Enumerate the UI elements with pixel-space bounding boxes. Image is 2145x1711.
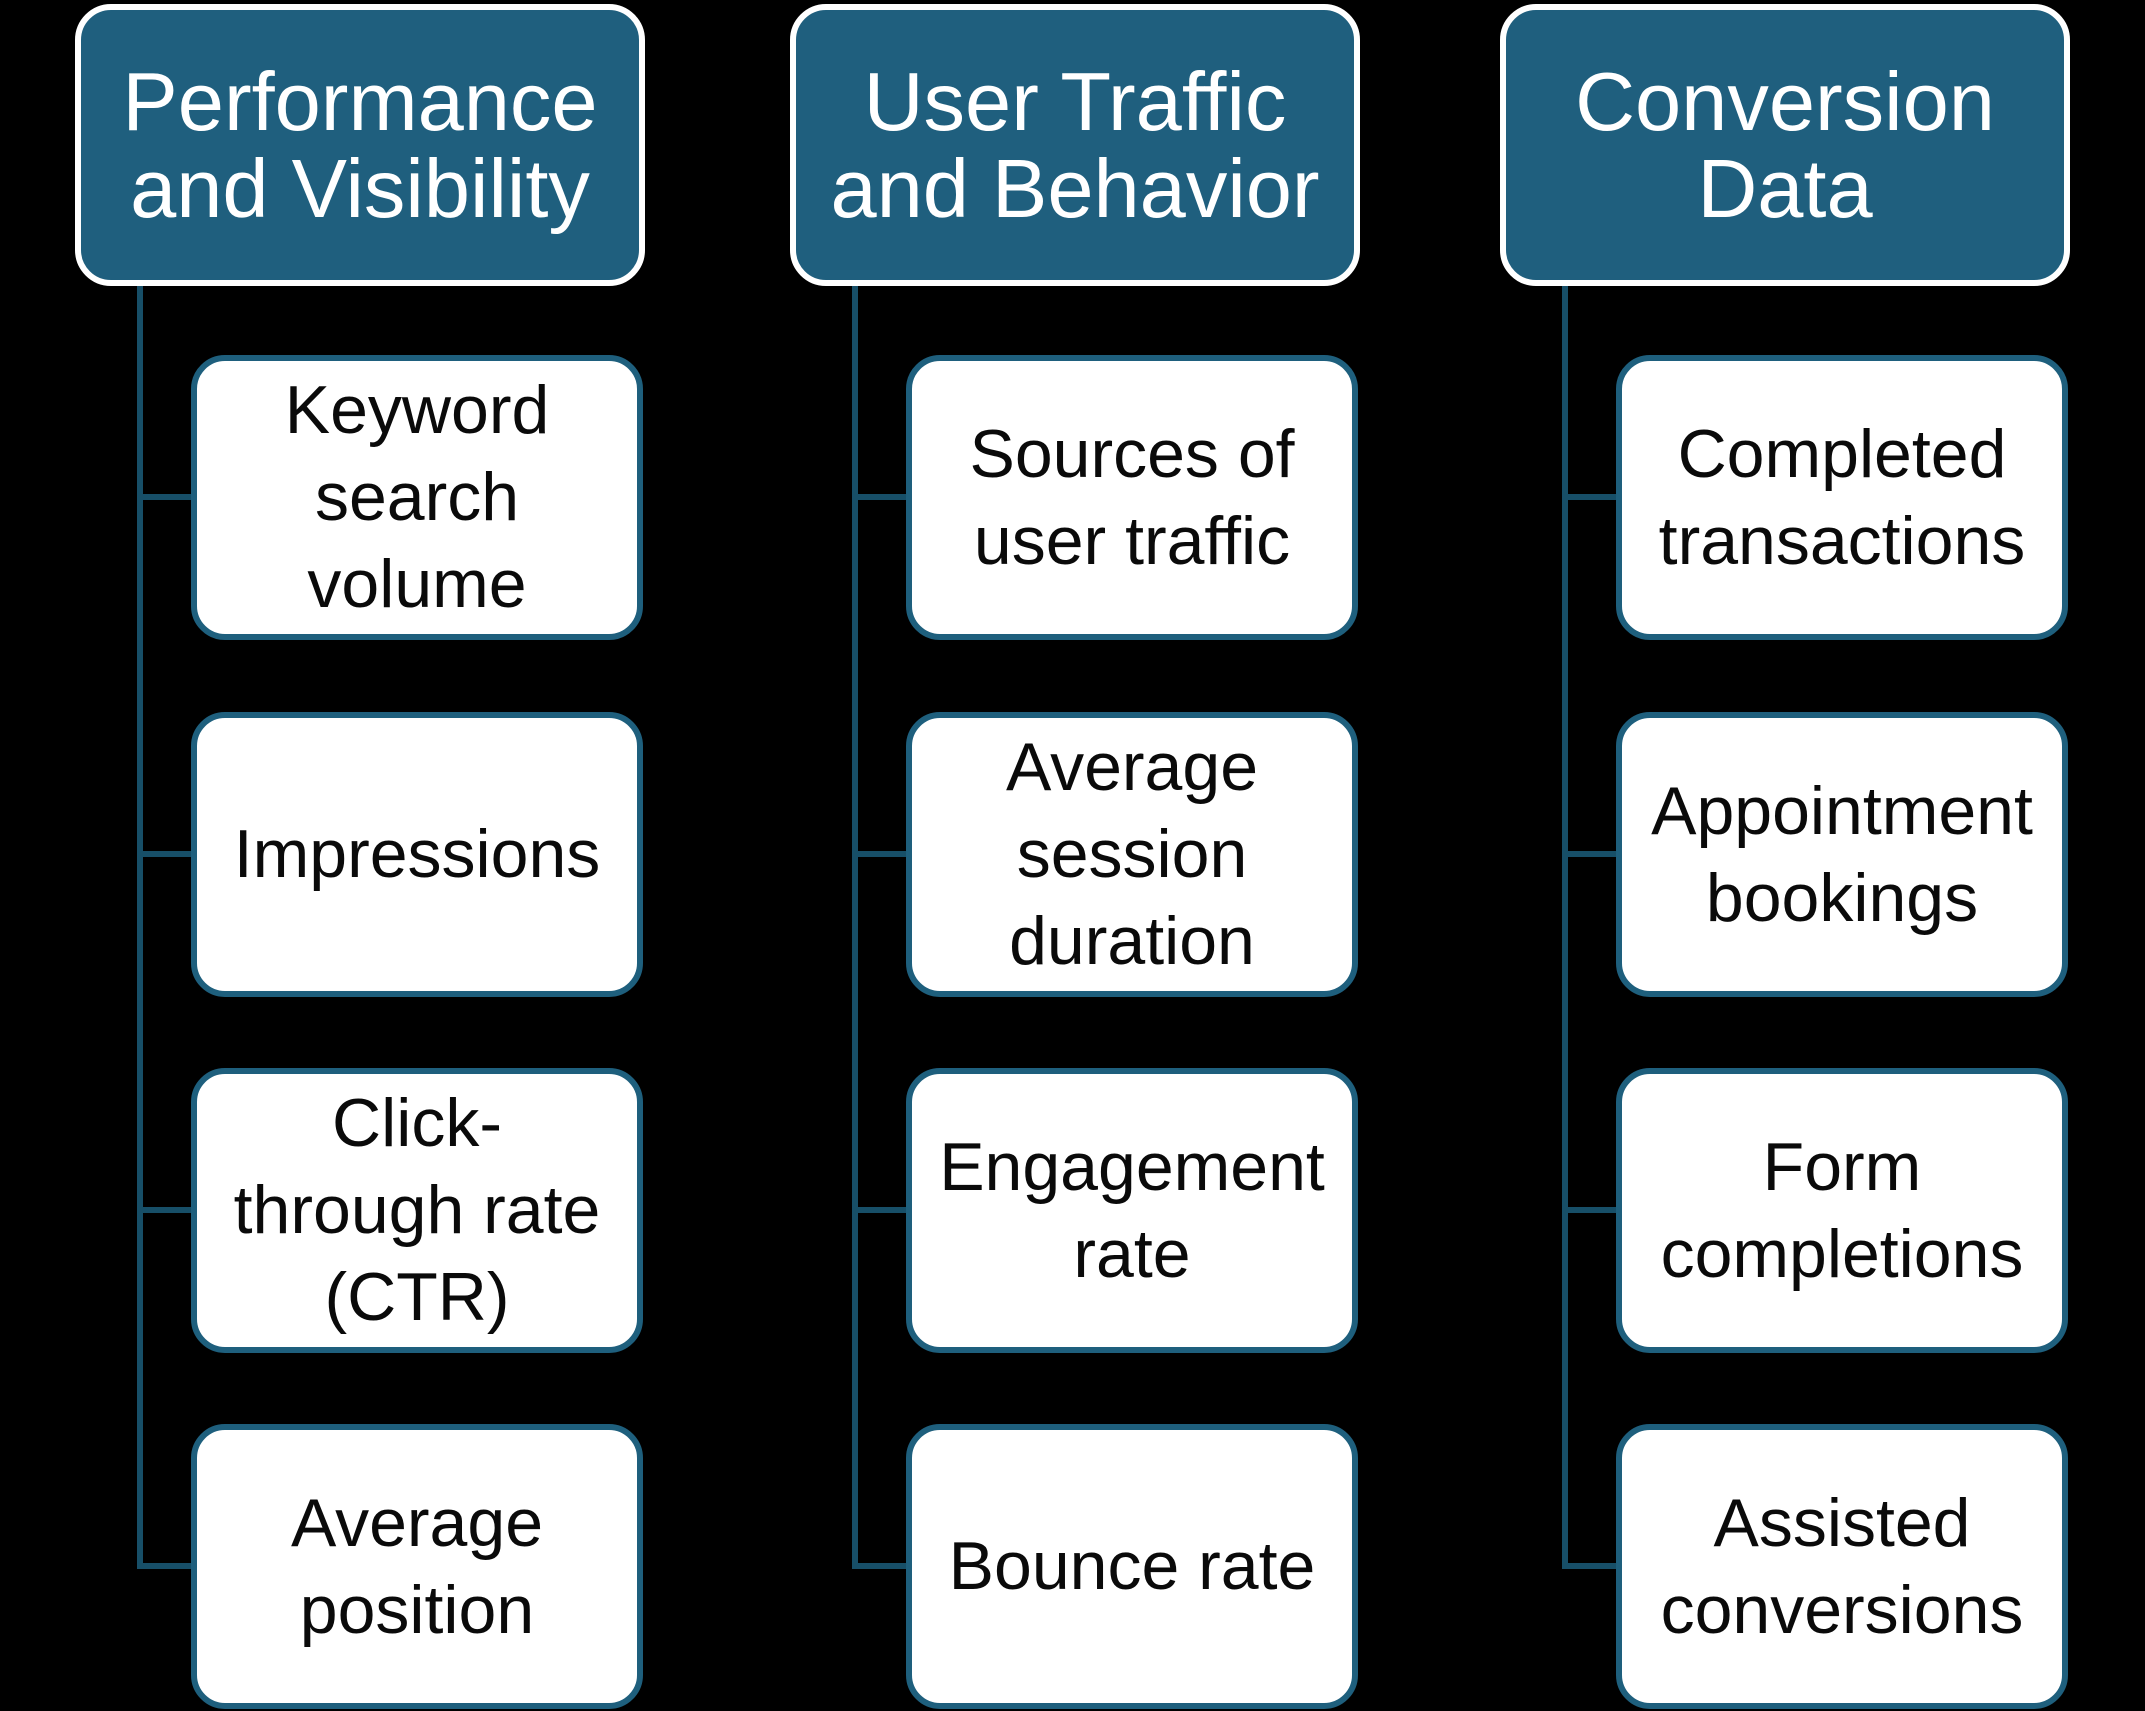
node-label: Sources of user traffic: [969, 415, 1295, 579]
connector-stub: [137, 851, 195, 857]
node-label: Keyword search volume: [284, 372, 550, 622]
connector-stub: [137, 1207, 195, 1213]
column-conversion-data: Conversion Data Completed transactions A…: [1500, 0, 2070, 1711]
node-label: Average position: [290, 1484, 544, 1648]
node-label: Form completions: [1660, 1128, 2024, 1292]
connector-stub: [1562, 1563, 1620, 1569]
node-average-session-duration: Average session duration: [906, 712, 1358, 997]
node-label: Assisted conversions: [1660, 1484, 2024, 1648]
connector-stub: [137, 1563, 195, 1569]
node-label: Click- through rate (CTR): [233, 1085, 601, 1335]
connector-stub: [1562, 851, 1620, 857]
header-user-traffic-and-behavior: User Traffic and Behavior: [790, 4, 1360, 286]
node-completed-transactions: Completed transactions: [1616, 355, 2068, 640]
node-impressions: Impressions: [191, 712, 643, 997]
header-label: User Traffic and Behavior: [830, 55, 1320, 235]
node-label: Appointment bookings: [1651, 772, 2033, 936]
node-label: Bounce rate: [948, 1528, 1316, 1604]
node-average-position: Average position: [191, 1424, 643, 1709]
node-keyword-search-volume: Keyword search volume: [191, 355, 643, 640]
node-click-through-rate: Click- through rate (CTR): [191, 1068, 643, 1353]
connector-vertical: [137, 284, 143, 1566]
connector-stub: [1562, 494, 1620, 500]
node-label: Impressions: [233, 816, 601, 892]
node-label: Average session duration: [1005, 729, 1259, 979]
node-assisted-conversions: Assisted conversions: [1616, 1424, 2068, 1709]
connector-vertical: [852, 284, 858, 1566]
column-user-traffic-and-behavior: User Traffic and Behavior Sources of use…: [790, 0, 1360, 1711]
node-appointment-bookings: Appointment bookings: [1616, 712, 2068, 997]
connector-stub: [852, 1207, 910, 1213]
connector-stub: [1562, 1207, 1620, 1213]
connector-stub: [852, 851, 910, 857]
connector-stub: [852, 1563, 910, 1569]
node-engagement-rate: Engagement rate: [906, 1068, 1358, 1353]
connector-stub: [137, 494, 195, 500]
column-performance-and-visibility: Performance and Visibility Keyword searc…: [75, 0, 645, 1711]
node-sources-of-user-traffic: Sources of user traffic: [906, 355, 1358, 640]
header-label: Performance and Visibility: [122, 55, 598, 235]
node-label: Completed transactions: [1658, 415, 2026, 579]
node-bounce-rate: Bounce rate: [906, 1424, 1358, 1709]
connector-stub: [852, 494, 910, 500]
node-form-completions: Form completions: [1616, 1068, 2068, 1353]
header-label: Conversion Data: [1575, 55, 1995, 235]
header-performance-and-visibility: Performance and Visibility: [75, 4, 645, 286]
node-label: Engagement rate: [939, 1128, 1325, 1292]
header-conversion-data: Conversion Data: [1500, 4, 2070, 286]
connector-vertical: [1562, 284, 1568, 1566]
